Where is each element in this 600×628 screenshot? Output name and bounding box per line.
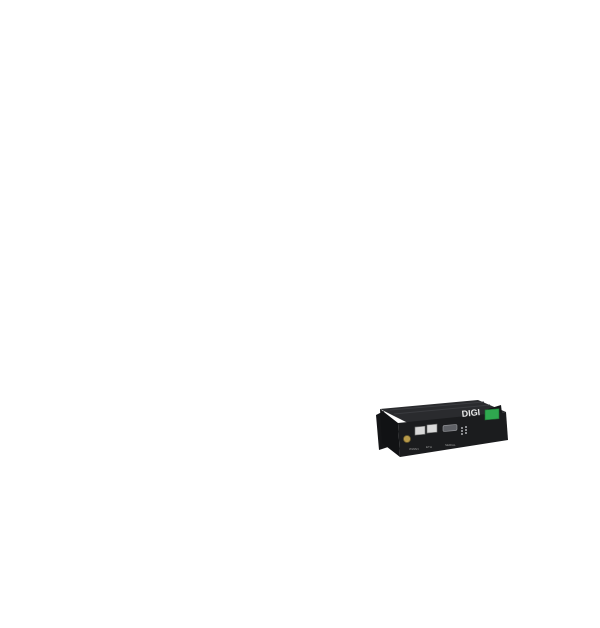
device-logo: DIGI bbox=[461, 407, 480, 419]
ethernet-port-icon bbox=[426, 423, 438, 434]
device-side-face bbox=[380, 409, 400, 457]
port-label-serial: SERIAL bbox=[445, 443, 456, 447]
serial-port-icon bbox=[442, 424, 458, 432]
device-top-shell bbox=[380, 400, 506, 423]
antenna-connector-icon bbox=[403, 435, 411, 443]
device-front-face bbox=[398, 412, 508, 457]
port-label-wwan: WWAN bbox=[409, 447, 419, 451]
power-terminal-block bbox=[484, 408, 500, 421]
status-led-group bbox=[461, 426, 467, 435]
ethernet-port-icon bbox=[414, 425, 426, 436]
router-device: DIGI WWAN ETH SERIAL bbox=[370, 395, 515, 465]
port-label-eth: ETH bbox=[426, 445, 432, 449]
